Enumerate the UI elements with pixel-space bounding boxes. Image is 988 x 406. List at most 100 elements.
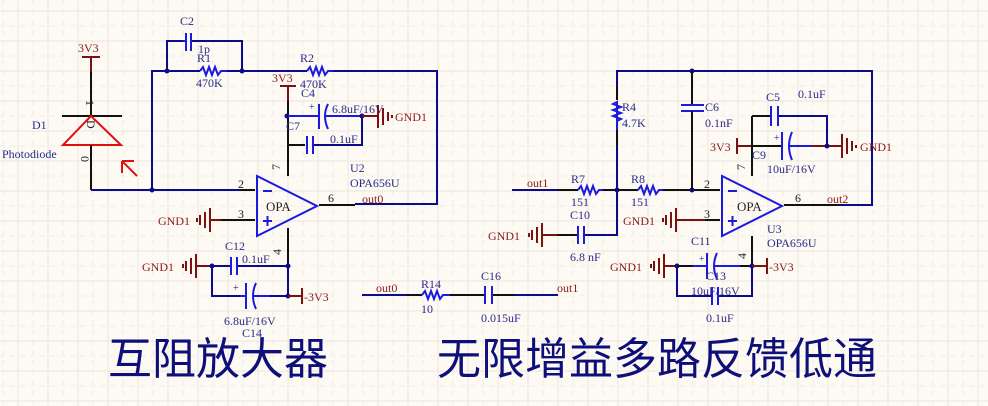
capacitor-c12[interactable]: C12 0.1uF	[209, 239, 291, 275]
svg-text:C6: C6	[705, 100, 719, 114]
resistor-r7[interactable]: R7 151	[558, 172, 617, 209]
svg-text:C7: C7	[286, 119, 300, 133]
photodiode-d1[interactable]: 1 D 0 D1 Photodiode	[2, 72, 138, 190]
svg-text:+: +	[233, 283, 239, 294]
capacitor-c5[interactable]: C5 0.1uF	[752, 87, 828, 146]
svg-text:GND1: GND1	[623, 214, 655, 228]
svg-text:out0: out0	[362, 192, 383, 206]
svg-text:470K: 470K	[196, 76, 223, 90]
svg-text:GND1: GND1	[610, 260, 642, 274]
svg-text:2: 2	[704, 177, 710, 191]
svg-text:-3V3: -3V3	[304, 290, 329, 304]
svg-text:4: 4	[735, 253, 749, 259]
svg-text:3V3: 3V3	[272, 71, 293, 85]
svg-text:C2: C2	[180, 14, 194, 28]
svg-text:U2: U2	[350, 161, 365, 175]
power-port-3v3-d1: 3V3	[78, 41, 100, 72]
opamp-u2[interactable]: OPA 2 3 6 7 4 U2 OPA656U out0	[221, 161, 400, 266]
svg-text:0.1uF: 0.1uF	[330, 132, 358, 146]
svg-text:C14: C14	[242, 326, 262, 340]
svg-text:GND1: GND1	[395, 110, 427, 124]
svg-text:+: +	[309, 102, 315, 113]
svg-text:151: 151	[571, 195, 589, 209]
gnd-port-u3: GND1	[623, 208, 705, 232]
svg-text:C9: C9	[752, 148, 766, 162]
light-arrow-icon	[121, 160, 138, 177]
svg-text:OPA656U: OPA656U	[350, 176, 400, 190]
svg-text:C13: C13	[706, 269, 726, 283]
opamp-u3[interactable]: OPA 2 3 6 7 4 U3 OPA656U out2	[704, 164, 848, 259]
svg-text:R8: R8	[631, 172, 645, 186]
svg-text:10uF/16V: 10uF/16V	[767, 162, 816, 176]
capacitor-c4[interactable]: + C4 6.8uF/16V	[288, 86, 384, 130]
svg-text:10: 10	[421, 302, 433, 316]
svg-text:+: +	[699, 254, 705, 265]
svg-text:6.8 nF: 6.8 nF	[570, 250, 601, 264]
resistor-r2[interactable]: R2 470K	[242, 51, 438, 205]
gnd-port-c4: GND1	[362, 105, 427, 128]
svg-text:0.1nF: 0.1nF	[705, 116, 733, 130]
title-transimpedance-amplifier: 互阻放大器	[108, 334, 328, 385]
title-mfb-lowpass: 无限增益多路反馈低通	[437, 334, 877, 385]
capacitor-c9[interactable]: + C9 10uF/16V	[752, 131, 842, 176]
svg-text:R1: R1	[197, 51, 211, 65]
capacitor-c7[interactable]: C7 0.1uF	[286, 116, 363, 154]
svg-text:C5: C5	[766, 90, 780, 104]
power-port-neg3v3-u3: -3V3	[752, 258, 794, 274]
gnd-port-c12: GND1	[142, 254, 212, 278]
svg-text:D: D	[84, 120, 98, 129]
capacitor-c6[interactable]: C6 0.1nF	[681, 71, 733, 190]
capacitor-c13[interactable]: C13 0.1uF	[676, 266, 753, 325]
resistor-r14[interactable]: R14 10	[406, 277, 484, 316]
resistor-r1[interactable]: R1 470K	[164, 51, 245, 90]
svg-text:151: 151	[631, 195, 649, 209]
gnd-port-u2: GND1	[158, 208, 221, 232]
svg-text:OPA656U: OPA656U	[767, 236, 817, 250]
capacitor-c2[interactable]: C2 1p	[166, 14, 243, 71]
svg-text:R14: R14	[421, 277, 441, 291]
svg-text:+: +	[774, 133, 780, 144]
svg-text:GND1: GND1	[488, 229, 520, 243]
svg-text:7: 7	[734, 164, 748, 170]
capacitor-c16[interactable]: C16 0.015uF	[481, 269, 521, 325]
svg-text:C10: C10	[570, 208, 590, 222]
svg-text:0.1uF: 0.1uF	[706, 311, 734, 325]
capacitor-c14[interactable]: + 6.8uF/16V C14	[211, 266, 291, 340]
svg-text:6.8uF/16V: 6.8uF/16V	[224, 314, 276, 328]
svg-text:0: 0	[78, 156, 92, 162]
power-port-neg3v3-u2: -3V3	[288, 288, 329, 304]
svg-text:R2: R2	[300, 51, 314, 65]
resistor-r4[interactable]: R4 4.7K	[610, 70, 873, 206]
svg-text:GND1: GND1	[142, 260, 174, 274]
svg-text:0.1uF: 0.1uF	[242, 252, 270, 266]
svg-text:out2: out2	[827, 192, 848, 206]
svg-text:0.015uF: 0.015uF	[481, 311, 521, 325]
coupling-network: out0 R14 10 C16 0.015uF out1	[362, 269, 578, 325]
svg-text:Photodiode: Photodiode	[2, 147, 57, 161]
svg-text:U3: U3	[767, 222, 782, 236]
mfb-lowpass-filter: out1 R7 151 R8 151 R4 4.7K	[488, 68, 892, 325]
svg-text:-3V3: -3V3	[769, 260, 794, 274]
svg-text:OPA: OPA	[737, 199, 762, 214]
capacitor-c11[interactable]: + C11 10uF/16V	[677, 234, 752, 298]
svg-text:out1: out1	[557, 281, 578, 295]
svg-text:2: 2	[238, 177, 244, 191]
svg-text:4.7K: 4.7K	[622, 116, 646, 130]
svg-text:OPA: OPA	[266, 199, 291, 214]
svg-text:C12: C12	[225, 239, 245, 253]
svg-text:3V3: 3V3	[710, 140, 731, 154]
svg-text:3: 3	[238, 207, 244, 221]
svg-text:GND1: GND1	[158, 214, 190, 228]
capacitor-c10[interactable]: C10 6.8 nF	[557, 190, 618, 264]
svg-text:3: 3	[704, 207, 710, 221]
svg-text:R7: R7	[571, 172, 585, 186]
svg-text:7: 7	[269, 164, 283, 170]
svg-text:1: 1	[83, 100, 97, 106]
svg-text:470K: 470K	[300, 77, 327, 91]
gnd-port-c9: GND1	[841, 134, 892, 158]
svg-text:1p: 1p	[198, 42, 210, 56]
gnd-port-c10: GND1	[488, 223, 557, 247]
svg-text:C16: C16	[481, 269, 501, 283]
svg-text:C4: C4	[301, 86, 315, 100]
